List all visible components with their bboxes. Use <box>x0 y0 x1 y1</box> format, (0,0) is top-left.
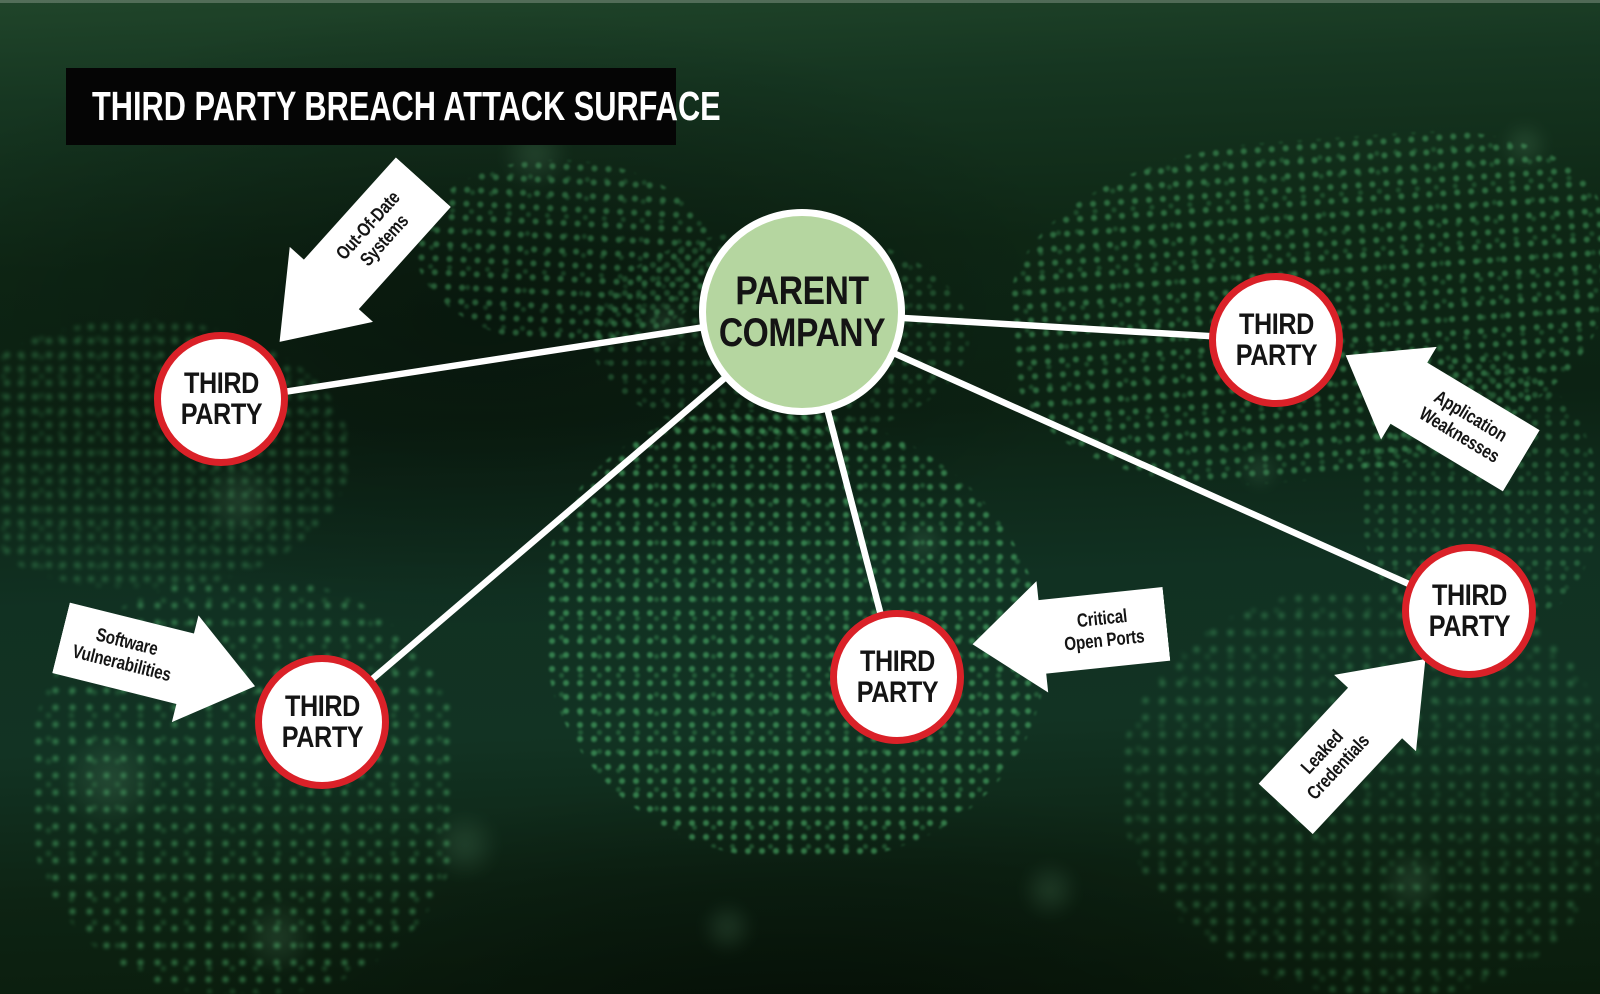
bokeh-glow <box>1240 450 1280 490</box>
top-edge-highlight <box>0 0 1600 3</box>
world-map-dots-oceania <box>1120 590 1600 994</box>
arrow-label: Critical Open Ports <box>1050 570 1156 691</box>
bokeh-glow <box>60 730 160 830</box>
bokeh-glow <box>700 900 755 955</box>
node-label-line2: COMPANY <box>718 311 886 355</box>
bokeh-glow <box>1500 120 1550 170</box>
node-label-line2: PARTY <box>1428 610 1510 643</box>
node-label-line2: PARTY <box>856 676 938 709</box>
node-label-line1: THIRD <box>859 644 935 678</box>
arrow-critical-open-ports: Critical Open Ports <box>967 568 1173 700</box>
node-label: THIRD PARTY <box>281 689 363 754</box>
bokeh-glow <box>240 900 315 975</box>
third-party-node-bottom-right: THIRD PARTY <box>1402 544 1536 678</box>
node-label: THIRD PARTY <box>1235 307 1317 372</box>
node-label: THIRD PARTY <box>856 644 938 709</box>
node-label: PARENT COMPANY <box>718 269 886 355</box>
node-label: THIRD PARTY <box>1428 578 1510 643</box>
bokeh-glow <box>1020 860 1080 920</box>
third-party-node-bottom-center: THIRD PARTY <box>830 610 964 744</box>
node-label-line1: THIRD <box>183 366 259 400</box>
node-label: THIRD PARTY <box>180 366 262 431</box>
title-bar: THIRD PARTY BREACH ATTACK SURFACE <box>66 68 721 145</box>
bokeh-glow <box>430 810 500 880</box>
connector-line-bottom-left <box>319 309 805 725</box>
node-label-line1: PARENT <box>735 269 869 313</box>
node-label-line2: PARTY <box>1235 339 1317 372</box>
bokeh-glow <box>640 300 688 348</box>
page-title: THIRD PARTY BREACH ATTACK SURFACE <box>92 83 721 129</box>
node-label-line1: THIRD <box>284 689 360 723</box>
third-party-node-top-left: THIRD PARTY <box>154 332 288 466</box>
connector-line-bottom-right <box>800 309 1471 614</box>
node-label-line1: THIRD <box>1431 578 1507 612</box>
parent-company-node: PARENT COMPANY <box>699 209 905 415</box>
node-label-line1: THIRD <box>1238 307 1314 341</box>
bokeh-glow <box>1380 850 1445 915</box>
third-party-node-bottom-left: THIRD PARTY <box>255 655 389 789</box>
arrow-label-line2: Open Ports <box>1063 626 1146 656</box>
third-party-node-top-right: THIRD PARTY <box>1209 273 1343 407</box>
bokeh-glow <box>900 520 945 565</box>
node-label-line2: PARTY <box>180 398 262 431</box>
bokeh-glow <box>200 460 280 540</box>
world-map-dots-africa <box>545 410 1045 860</box>
node-label-line2: PARTY <box>281 721 363 754</box>
